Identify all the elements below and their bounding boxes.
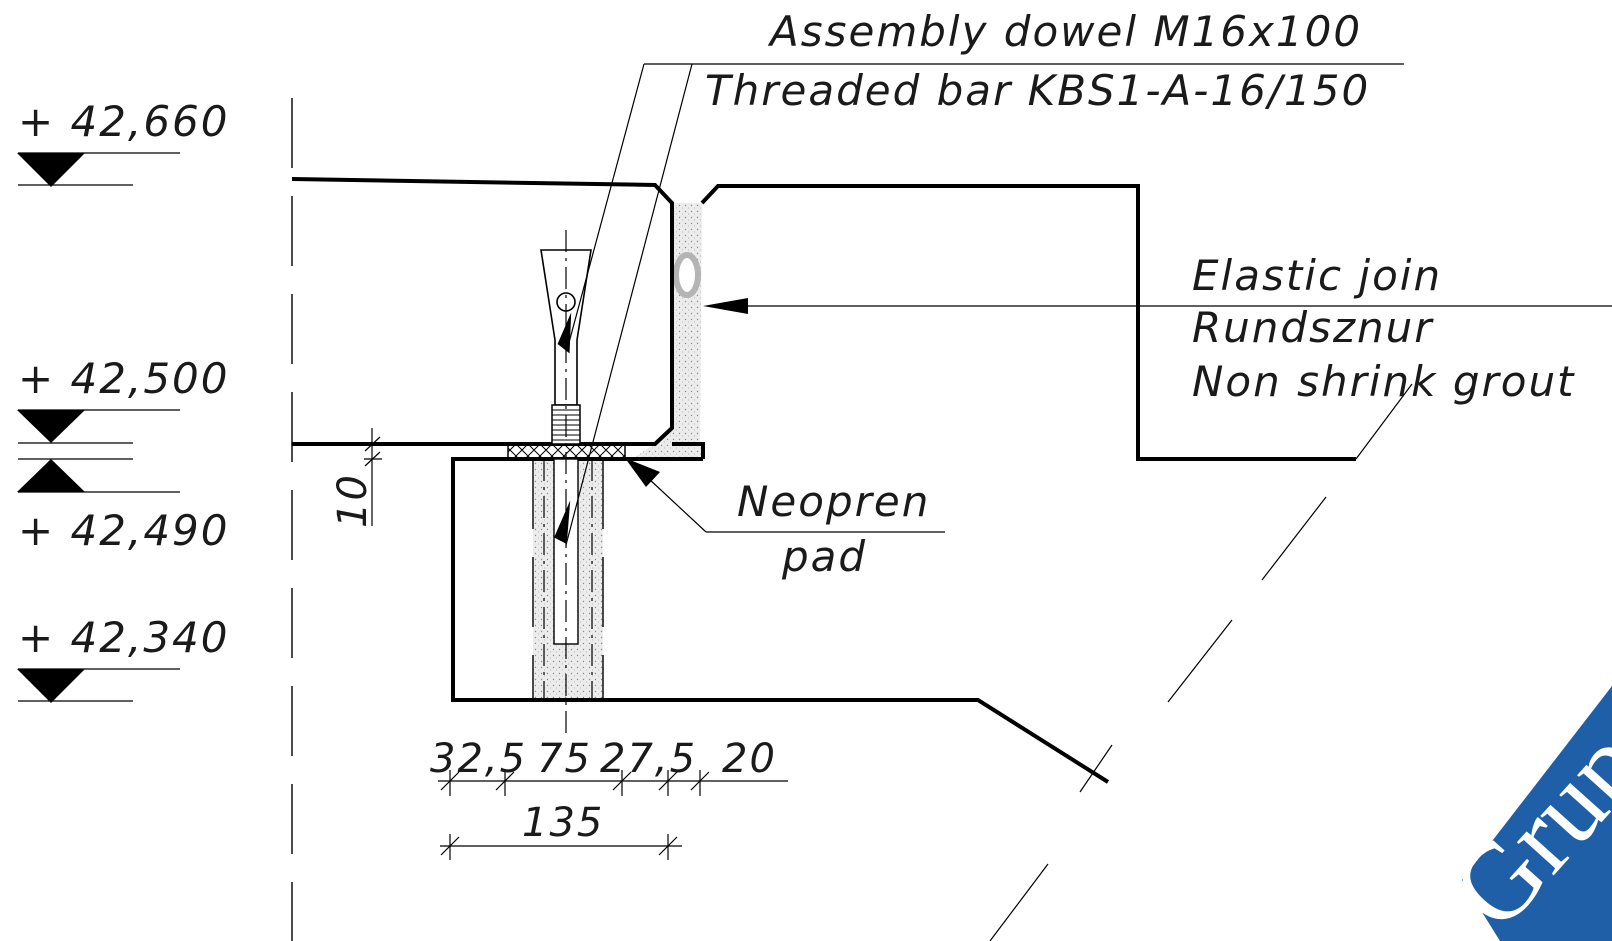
- leader-arrow-icon: [557, 312, 572, 354]
- dimension-segment-2: 75: [537, 736, 592, 782]
- leader-arrow-icon: [554, 500, 571, 545]
- level-marker-top: + 42,660: [17, 97, 230, 187]
- dimension-segment-4: 20: [722, 736, 777, 782]
- level-triangle-down-icon: [17, 410, 85, 443]
- label-neopren: Neopren: [737, 477, 930, 526]
- label-rundsznur: Rundsznur: [1192, 303, 1434, 352]
- dimension-segment-3: 27,5: [600, 736, 697, 782]
- pad-thickness-value: 10: [330, 473, 376, 528]
- label-elastic-join: Elastic join: [1192, 251, 1442, 300]
- rundsznur-cord-icon: [673, 252, 701, 298]
- dimension-chain: 32,5 75 27,5 20 135: [430, 736, 788, 860]
- dimension-segment-1: 32,5: [430, 736, 527, 782]
- dimension-pad-thickness: 10: [330, 428, 382, 528]
- leader-arrow-icon: [703, 298, 748, 314]
- level-label-upper-mid: + 42,500: [18, 354, 230, 403]
- level-label-lower-mid: + 42,490: [18, 506, 230, 555]
- grout-joint-fill: [632, 203, 703, 459]
- level-triangle-up-icon: [17, 459, 85, 492]
- upper-slab-outline: [291, 177, 674, 446]
- level-triangle-down-icon: [17, 153, 85, 187]
- level-label-top: + 42,660: [18, 97, 230, 146]
- level-marker-bottom: + 42,340: [17, 613, 230, 703]
- break-lines-right: [989, 496, 1327, 941]
- label-non-shrink-grout: Non shrink grout: [1192, 357, 1576, 406]
- grupa-logo: Grupa: [1429, 671, 1612, 941]
- level-triangle-down-icon: [17, 669, 85, 703]
- level-marker-lower-mid: + 42,490: [17, 458, 230, 555]
- level-label-bottom: + 42,340: [18, 613, 230, 662]
- leader-arrow-icon: [625, 458, 660, 487]
- threaded-bar: [540, 230, 592, 735]
- right-element-outline: [700, 184, 1356, 461]
- level-marker-upper-mid: + 42,500: [17, 354, 230, 444]
- label-pad: pad: [781, 532, 867, 581]
- dimension-total: 135: [522, 800, 604, 846]
- label-assembly-dowel: Assembly dowel M16x100: [767, 7, 1362, 56]
- label-threaded-bar: Threaded bar KBS1-A-16/150: [705, 66, 1370, 115]
